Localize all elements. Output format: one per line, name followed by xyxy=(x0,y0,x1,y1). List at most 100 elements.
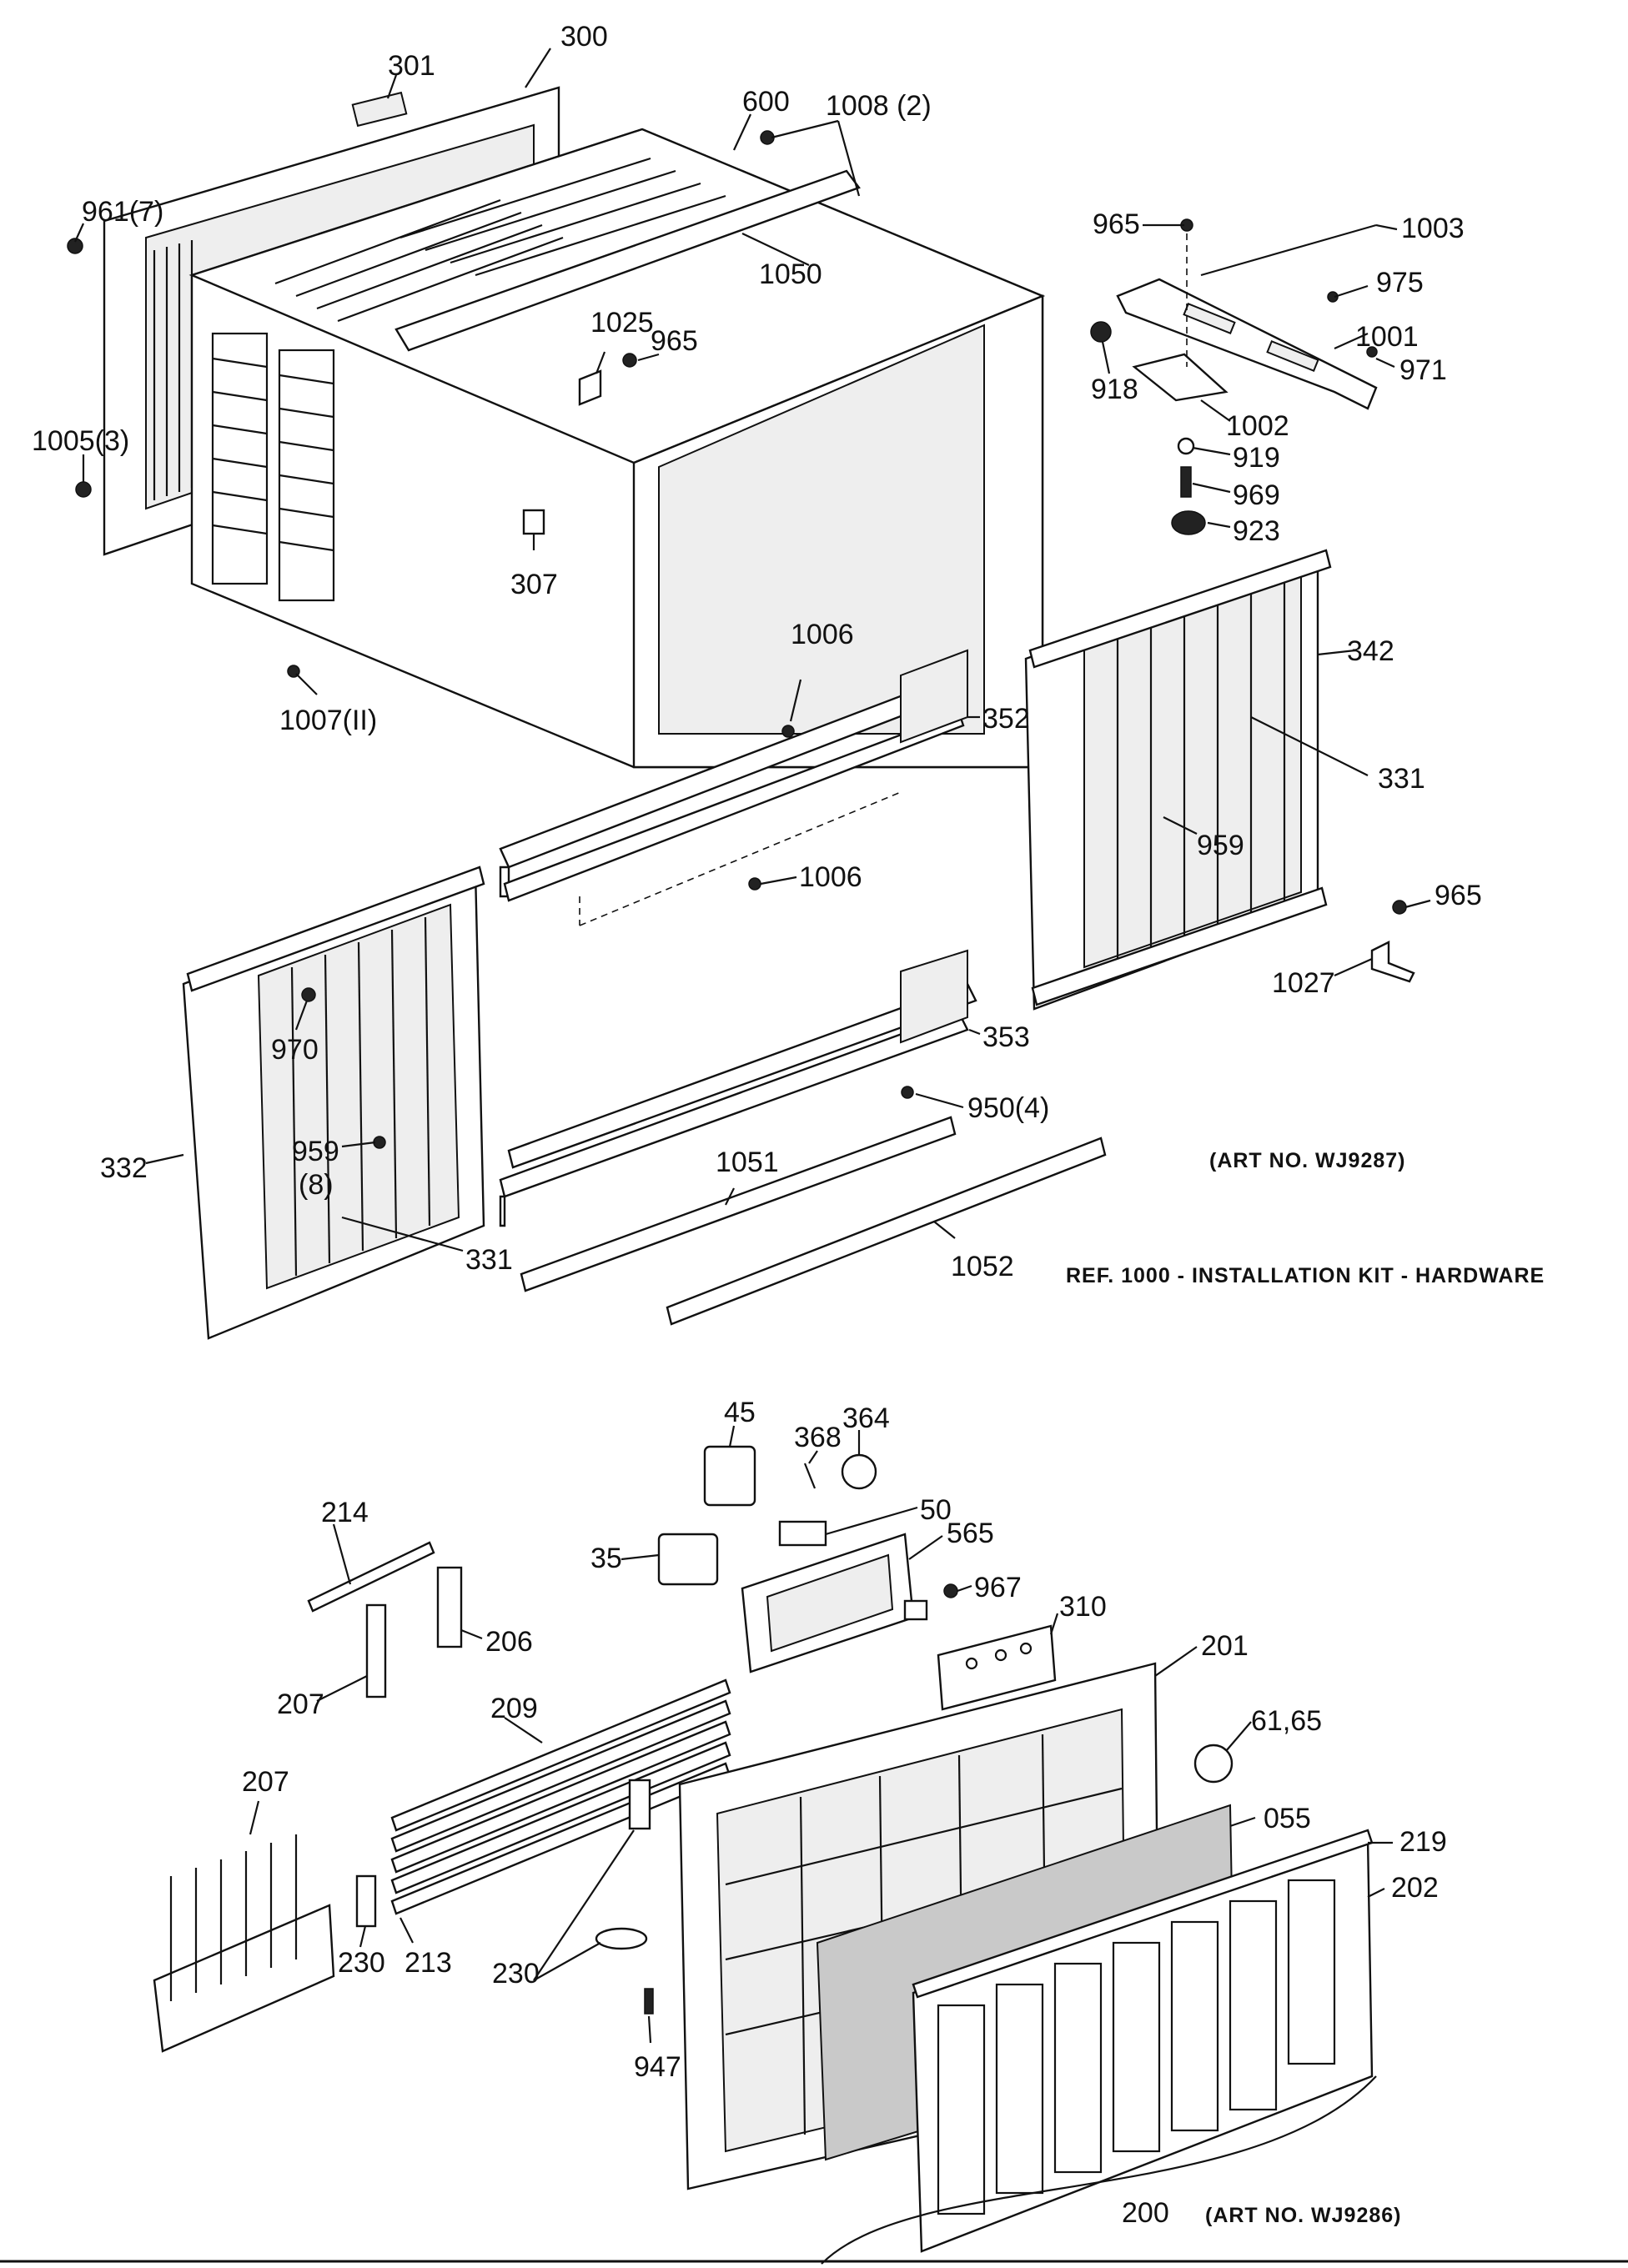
nut-918 xyxy=(1090,321,1112,343)
label-975: 975 xyxy=(1376,267,1424,299)
label-1027: 1027 xyxy=(1272,967,1335,999)
part-labels: 300 301 600 1008 (2) 961(7) 1050 1005(3)… xyxy=(32,21,1482,2229)
label-970: 970 xyxy=(271,1034,319,1066)
seal-strip-1052 xyxy=(666,1137,1107,1326)
label-209: 209 xyxy=(490,1693,538,1724)
label-967: 967 xyxy=(974,1572,1022,1603)
label-055: 055 xyxy=(1264,1803,1311,1834)
screw-icon xyxy=(943,1583,958,1598)
label-207b: 207 xyxy=(242,1766,289,1798)
louver-guides-207 xyxy=(153,1834,335,2053)
guide-206 xyxy=(436,1566,463,1648)
label-1025: 1025 xyxy=(590,307,654,339)
grommet-923 xyxy=(1171,510,1206,535)
label-965c: 965 xyxy=(1435,880,1482,911)
screw-icon xyxy=(1327,291,1339,303)
label-1052: 1052 xyxy=(951,1251,1014,1282)
label-202: 202 xyxy=(1391,1872,1439,1904)
label-213: 213 xyxy=(404,1947,452,1979)
bolt-969 xyxy=(1180,466,1192,498)
label-214: 214 xyxy=(321,1497,369,1528)
label-230b: 230 xyxy=(492,1958,540,1990)
label-301: 301 xyxy=(388,50,435,82)
label-45: 45 xyxy=(724,1397,756,1428)
art-number-bottom: (ART NO. WJ9286) xyxy=(1205,2204,1401,2227)
label-364: 364 xyxy=(842,1402,890,1434)
label-947: 947 xyxy=(634,2051,681,2083)
label-plate-301 xyxy=(351,91,408,128)
screw-icon xyxy=(67,130,775,678)
clip-230 xyxy=(628,1779,651,1830)
label-201: 201 xyxy=(1201,1630,1249,1662)
label-950: 950(4) xyxy=(967,1092,1049,1124)
screw-icon xyxy=(301,987,316,1002)
label-368: 368 xyxy=(794,1422,842,1453)
guide-207 xyxy=(365,1603,387,1698)
channel-353 xyxy=(499,949,977,1227)
label-600: 600 xyxy=(742,86,790,118)
label-565: 565 xyxy=(947,1518,994,1549)
seal-strip-1051 xyxy=(520,1116,957,1292)
outer-case-600 xyxy=(188,128,1046,769)
art-number-top: (ART NO. WJ9287) xyxy=(1209,1149,1405,1172)
label-1002: 1002 xyxy=(1226,410,1289,442)
label-353: 353 xyxy=(982,1021,1030,1053)
label-206: 206 xyxy=(485,1626,533,1658)
captions: (ART NO. WJ9287) REF. 1000 - INSTALLATIO… xyxy=(1066,1149,1545,2227)
bracket-1027 xyxy=(1370,941,1415,983)
label-918: 918 xyxy=(1091,374,1138,405)
label-310: 310 xyxy=(1059,1591,1107,1623)
screw-icon xyxy=(1392,900,1407,915)
label-959a: 959 xyxy=(1197,830,1244,861)
label-971: 971 xyxy=(1399,354,1447,386)
label-331a: 331 xyxy=(1378,763,1425,795)
side-curtain-342 xyxy=(1024,549,1332,1011)
washer-919 xyxy=(1177,437,1195,455)
side-curtain-332 xyxy=(182,866,485,1340)
label-965a: 965 xyxy=(651,325,698,357)
label-1001: 1001 xyxy=(1355,321,1419,353)
bar-214 xyxy=(307,1541,435,1613)
screw-icon xyxy=(373,1136,386,1149)
clip-230 xyxy=(595,1927,648,1950)
label-352: 352 xyxy=(982,703,1030,735)
label-1008: 1008 (2) xyxy=(826,90,932,122)
label-200: 200 xyxy=(1122,2197,1169,2229)
label-1006b: 1006 xyxy=(799,861,862,893)
label-969: 969 xyxy=(1233,479,1280,511)
label-1005: 1005(3) xyxy=(32,425,129,457)
label-1003: 1003 xyxy=(1401,213,1465,244)
label-1007: 1007(II) xyxy=(279,705,377,736)
knob-61-65 xyxy=(1193,1744,1234,1784)
clip-307 xyxy=(522,509,545,535)
clip-230 xyxy=(355,1874,377,1928)
leader-lines xyxy=(73,48,1431,2044)
label-342: 342 xyxy=(1347,635,1394,667)
panel-outline-curve xyxy=(821,2075,1377,2265)
label-923: 923 xyxy=(1233,515,1280,547)
label-300: 300 xyxy=(560,21,608,53)
rod-1003 xyxy=(1200,223,1377,277)
screw-icon xyxy=(748,877,761,891)
installation-kit-caption: REF. 1000 - INSTALLATION KIT - HARDWARE xyxy=(1066,1264,1545,1287)
label-50: 50 xyxy=(920,1494,952,1526)
bracket-1025 xyxy=(578,369,602,406)
screw-947 xyxy=(644,1988,654,2015)
label-965b: 965 xyxy=(1093,208,1140,240)
label-1051: 1051 xyxy=(716,1147,779,1178)
label-207a: 207 xyxy=(277,1688,324,1720)
label-959b: 959 xyxy=(292,1136,339,1167)
label-961: 961(7) xyxy=(82,196,163,228)
front-panel-200 xyxy=(912,1829,1374,2253)
top-strip-1050 xyxy=(394,169,861,352)
label-1006a: 1006 xyxy=(791,619,854,650)
label-332: 332 xyxy=(100,1152,148,1184)
label-331b: 331 xyxy=(465,1244,513,1276)
label-219: 219 xyxy=(1399,1826,1447,1858)
label-230a: 230 xyxy=(338,1947,385,1979)
screw-icon xyxy=(1366,346,1378,358)
mounting-bracket-1001 xyxy=(1116,278,1378,410)
screw-icon xyxy=(901,1086,914,1099)
label-6165: 61,65 xyxy=(1251,1705,1322,1737)
label-8: (8) xyxy=(299,1169,334,1201)
